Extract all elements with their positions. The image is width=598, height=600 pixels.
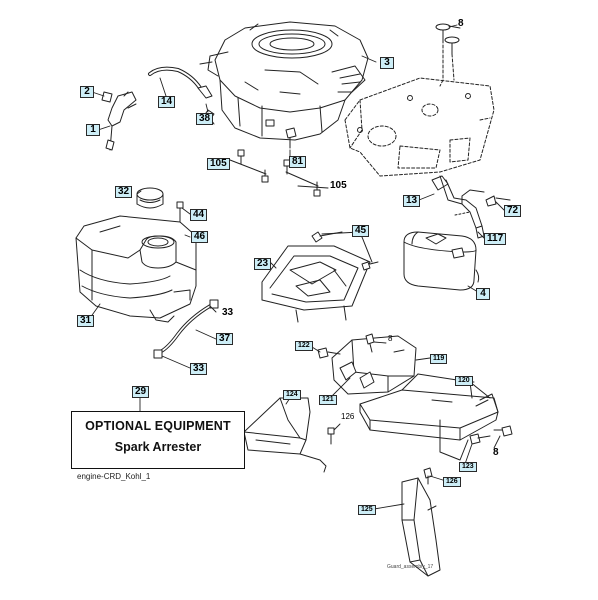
throttle-lever-illustration [101, 91, 137, 151]
callout-117[interactable]: 117 [484, 233, 507, 245]
callout-38[interactable]: 38 [196, 113, 214, 125]
callout-45[interactable]: 45 [352, 225, 370, 237]
fuel-line-illustration [153, 299, 219, 359]
callout-46[interactable]: 46 [191, 231, 209, 243]
callout-4[interactable]: 4 [476, 288, 490, 300]
muffler-bracket-illustration [431, 175, 511, 239]
callout-32[interactable]: 32 [115, 186, 133, 198]
mounting-bracket-illustration [317, 333, 417, 395]
callout-37[interactable]: 37 [216, 333, 234, 345]
callout-126-lower[interactable]: 126 [443, 477, 461, 487]
diagram-corner-label: Guard_assembly_17 [387, 564, 434, 570]
callout-23[interactable]: 23 [254, 258, 272, 270]
callout-123[interactable]: 123 [459, 462, 477, 472]
optional-equipment-box: OPTIONAL EQUIPMENT Spark Arrester [71, 411, 245, 469]
leader-lines [89, 24, 505, 510]
callout-105-right[interactable]: 105 [330, 180, 347, 191]
heat-shield-illustration [261, 245, 371, 323]
callout-14[interactable]: 14 [158, 96, 176, 108]
deflector-124-illustration [243, 397, 327, 473]
callout-3[interactable]: 3 [380, 57, 394, 69]
callout-72[interactable]: 72 [504, 205, 522, 217]
callout-33-upper[interactable]: 33 [222, 307, 234, 318]
muffler-illustration [403, 231, 480, 291]
hose-illustration [148, 66, 213, 99]
callout-31[interactable]: 31 [77, 315, 95, 327]
frame-plate-illustration [344, 77, 495, 177]
callout-125[interactable]: 125 [358, 505, 376, 515]
callout-81[interactable]: 81 [289, 156, 307, 168]
optional-equipment-title: OPTIONAL EQUIPMENT [85, 419, 231, 433]
guard-fasteners-illustration [327, 425, 513, 485]
callout-2[interactable]: 2 [80, 86, 94, 98]
callout-122[interactable]: 122 [295, 341, 313, 351]
callout-121[interactable]: 121 [319, 395, 337, 405]
callout-33-lower[interactable]: 33 [190, 363, 208, 375]
callout-119[interactable]: 119 [430, 354, 448, 364]
deflector-125-illustration [401, 477, 441, 577]
callout-8-bottom[interactable]: 8 [493, 447, 499, 458]
callout-120[interactable]: 120 [455, 376, 473, 386]
fuel-tank-illustration [75, 215, 197, 323]
guard-assembly-illustration [359, 373, 499, 461]
engine-illustration [199, 21, 369, 141]
callout-124[interactable]: 124 [283, 390, 301, 400]
callout-29[interactable]: 29 [132, 386, 150, 398]
callout-105-left[interactable]: 105 [207, 158, 230, 170]
callout-126-upper[interactable]: 126 [341, 412, 355, 421]
callout-44[interactable]: 44 [190, 209, 208, 221]
callout-1[interactable]: 1 [86, 124, 100, 136]
callout-8-mid[interactable]: 8 [388, 334, 393, 343]
callout-8-top[interactable]: 8 [458, 18, 464, 29]
spark-arrester-label: Spark Arrester [114, 440, 202, 454]
fasteners-top-illustration [435, 23, 461, 87]
diagram-footer-label: engine-CRD_Kohl_1 [77, 472, 151, 481]
callout-13[interactable]: 13 [403, 195, 421, 207]
